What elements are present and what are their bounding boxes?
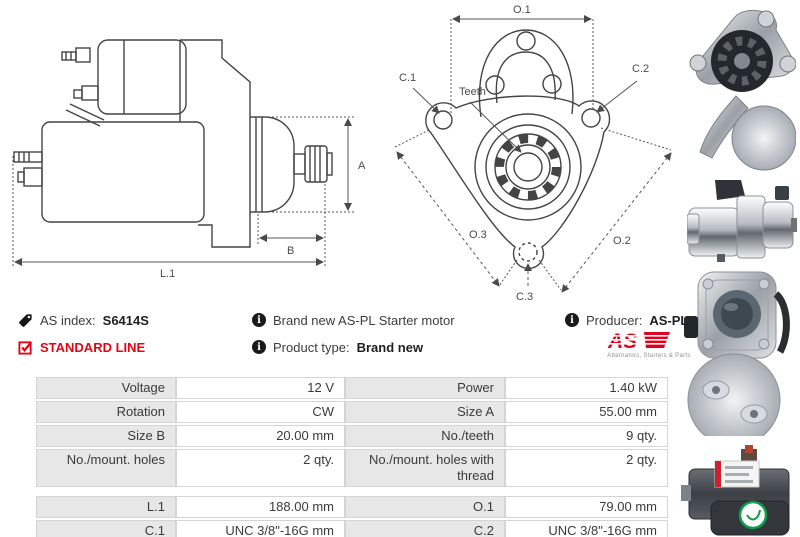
spec-value: 2 qty. [505,449,668,487]
spec-value: 2 qty. [176,449,345,487]
as-index-row: AS index: S6414S [18,311,149,329]
info-icon: i [252,313,266,327]
producer-row: i Producer: AS-PL [565,311,688,329]
info-icon: i [252,340,266,354]
spec-label: C.2 [345,520,505,537]
dim-label-c1: C.1 [399,72,416,84]
spec-table-group-electrical: Voltage 12 V Power 1.40 kW Rotation CW S… [36,375,668,489]
teeth-label: Teeth [459,86,486,98]
spec-value: 20.00 mm [176,425,345,447]
dim-label-b: B [287,245,294,257]
spec-value: 12 V [176,377,345,399]
product-photo-front-gear[interactable] [686,6,796,171]
spec-value: UNC 3/8"-16G mm [505,520,668,537]
product-type-value: Brand new [356,339,424,355]
standard-line-label: STANDARD LINE [40,339,146,355]
spec-label: Rotation [36,401,176,423]
dim-label-c2: C.2 [632,63,649,75]
table-row: Size B 20.00 mm No./teeth 9 qty. [36,425,668,447]
spec-label: O.1 [345,496,505,518]
spec-label: Power [345,377,505,399]
spec-label: Size A [345,401,505,423]
spec-value: 9 qty. [505,425,668,447]
front-view-technical-drawing: O.1 C.1 C.2 Teeth C.3 O.3 O.2 [392,4,672,303]
table-row: Rotation CW Size A 55.00 mm [36,401,668,423]
as-index-label: AS index: [40,312,96,328]
spec-label: No./mount. holes [36,449,176,487]
dim-label-c3: C.3 [516,291,533,303]
producer-value: AS-PL [649,312,689,328]
spec-table: Voltage 12 V Power 1.40 kW Rotation CW S… [36,375,668,537]
spec-label: No./mount. holes with thread [345,449,505,487]
spec-value: 188.00 mm [176,496,345,518]
logo-text: AS [607,330,637,352]
starter-side-outline [13,39,333,248]
as-index-value: S6414S [102,312,149,328]
dim-label-o2: O.2 [613,235,631,247]
spec-label: No./teeth [345,425,505,447]
spec-value: UNC 3/8"-16G mm [176,520,345,537]
spec-label: Size B [36,425,176,447]
product-photo-side-chrome[interactable] [687,174,797,264]
spec-label: L.1 [36,496,176,518]
brand-new-text: Brand new AS-PL Starter motor [273,312,455,328]
spec-label: Voltage [36,377,176,399]
logo-tagline: Alternators, Starters & Parts [607,353,691,359]
spec-value: 55.00 mm [505,401,668,423]
product-type-row: i Product type: Brand new [252,338,423,356]
spec-table-group-dimensions: L.1 188.00 mm O.1 79.00 mm C.1 UNC 3/8"-… [36,494,668,537]
tag-icon [19,313,32,327]
table-row: L.1 188.00 mm O.1 79.00 mm [36,496,668,518]
product-type-label: Product type: [273,339,350,355]
dimension-lines [392,15,672,293]
dimension-lines [12,116,354,266]
spec-value: 1.40 kW [505,377,668,399]
product-photo-side-label[interactable] [681,443,799,537]
as-pl-logo-mark: AS [606,330,672,352]
info-icon: i [565,313,579,327]
as-pl-logo: AS Alternators, Starters & Parts [606,329,692,359]
dim-label-l1: L.1 [160,268,175,280]
brand-new-row: i Brand new AS-PL Starter motor [252,311,455,329]
product-photo-solenoid-end[interactable] [684,264,792,436]
spec-value: CW [176,401,345,423]
dim-label-o1: O.1 [513,4,531,16]
table-row: No./mount. holes 2 qty. No./mount. holes… [36,449,668,487]
table-row: Voltage 12 V Power 1.40 kW [36,377,668,399]
spec-label: C.1 [36,520,176,537]
side-view-technical-drawing: A B L.1 [12,39,366,280]
producer-label: Producer: [586,312,643,328]
dim-label-a: A [358,160,366,172]
standard-line-row: STANDARD LINE [18,338,145,356]
dim-label-o3: O.3 [469,229,487,241]
table-row: C.1 UNC 3/8"-16G mm C.2 UNC 3/8"-16G mm [36,520,668,537]
spec-value: 79.00 mm [505,496,668,518]
checked-checkbox-icon [18,340,32,355]
